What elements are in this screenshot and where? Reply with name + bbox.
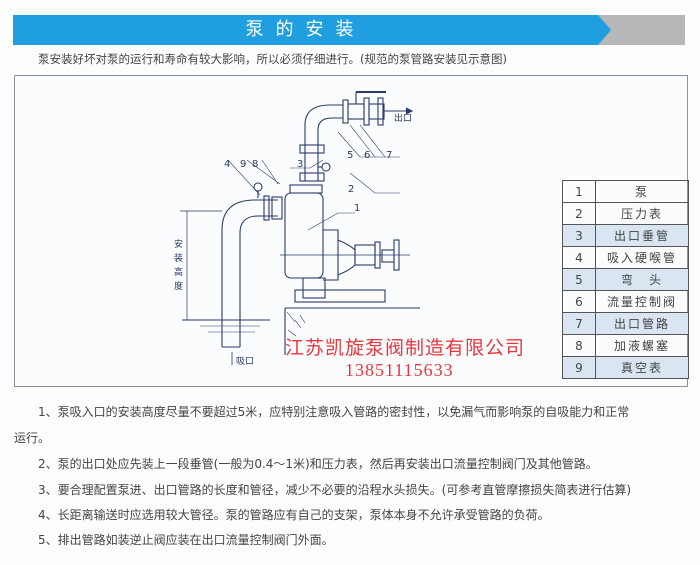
legend-label: 流量控制阀 <box>595 290 689 313</box>
section-title: 泵的安装 <box>245 19 366 40</box>
intro-text: 泵安装好坏对泵的运行和寿命有较大影响，所以必须仔细进行。(规范的泵管路安装见示意… <box>38 52 507 66</box>
note-1-cont: 运行。 <box>14 431 51 445</box>
legend-label: 出口垂管 <box>595 224 689 247</box>
callout-3: 3 <box>297 159 303 170</box>
callout-1: 1 <box>354 203 360 214</box>
legend-num: 3 <box>562 224 596 247</box>
legend-num: 4 <box>562 246 596 269</box>
section-header: 泵的安装 <box>13 15 685 45</box>
height-label-2: 装 <box>174 252 183 264</box>
callout-6: 6 <box>364 150 370 161</box>
callout-4: 4 <box>224 159 230 170</box>
note-5: 5、排出管路如装逆止阀应装在出口流量控制阀门外面。 <box>38 533 334 547</box>
legend-num: 1 <box>562 180 596 203</box>
callout-7: 7 <box>386 150 392 161</box>
header-blue-banner <box>13 15 611 45</box>
legend-num: 7 <box>562 312 596 335</box>
legend-num: 5 <box>562 268 596 291</box>
callout-9: 9 <box>240 159 246 170</box>
note-2: 2、泵的出口处应先装上一段垂管(一般为0.4～1米)和压力表，然后再安装出口流量… <box>38 457 598 471</box>
pump-installation-diagram: 1 2 3 4 5 6 7 8 9 出口 吸口 安 装 高 度 <box>174 91 420 367</box>
legend-num: 8 <box>562 334 596 357</box>
legend-label: 加液螺塞 <box>595 334 689 357</box>
legend-label: 吸入硬喉管 <box>595 246 689 269</box>
elbow <box>304 104 343 145</box>
callout-8: 8 <box>252 159 258 170</box>
legend-num: 6 <box>562 290 596 313</box>
suction-pipe <box>221 199 278 347</box>
watermark-company: 江苏凯旋泵阀制造有限公司 <box>285 337 526 359</box>
legend-num: 2 <box>562 202 596 225</box>
height-label-4: 度 <box>174 280 183 292</box>
note-4: 4、长距离输送时应选用较大管径。泵的管路应有自己的支架，泵体本身不允许承受管路的… <box>38 508 550 522</box>
height-label-3: 高 <box>174 266 183 278</box>
callout-2: 2 <box>348 184 354 195</box>
watermark-phone: 13851115633 <box>345 360 454 380</box>
legend-label: 出口管路 <box>595 312 689 335</box>
outlet-label: 出口 <box>394 112 412 124</box>
legend-label: 压力表 <box>595 202 689 225</box>
legend-label: 泵 <box>595 180 689 203</box>
legend-label: 真空表 <box>595 356 689 379</box>
callout-5: 5 <box>347 150 353 161</box>
note-1: 1、泵吸入口的安装高度尽量不要超过5米，应特别注意吸入管路的密封性，以免漏气而影… <box>38 405 630 419</box>
legend-label: 弯 头 <box>595 268 689 291</box>
note-3: 3、要合理配置泵进、出口管路的长度和管径，减少不必要的沿程水头损失。(可参考直管… <box>38 483 632 497</box>
height-label-1: 安 <box>174 238 183 250</box>
pump-body <box>284 192 324 279</box>
inlet-label: 吸口 <box>236 356 254 367</box>
pressure-gauge <box>321 162 331 172</box>
legend-num: 9 <box>562 356 596 379</box>
